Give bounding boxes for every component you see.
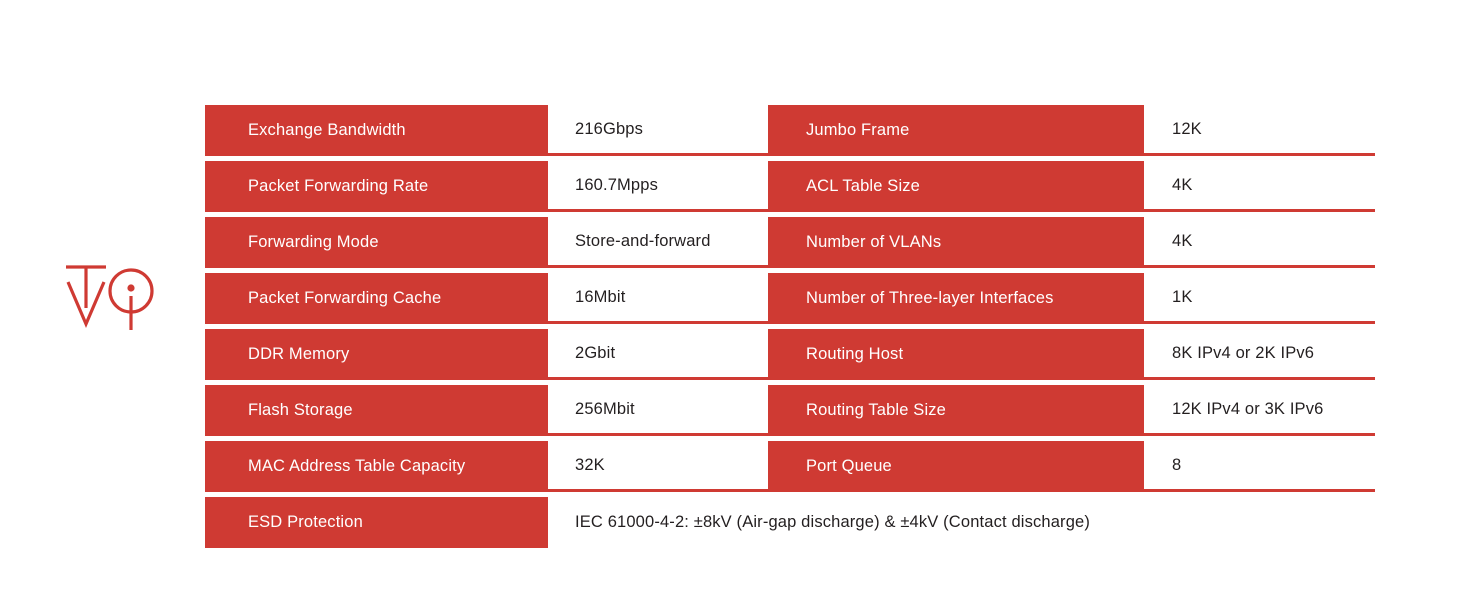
- spec-value-right: 12K IPv4 or 3K IPv6: [1144, 385, 1375, 436]
- spec-label-right: Routing Table Size: [768, 385, 1144, 436]
- spec-value-full: IEC 61000-4-2: ±8kV (Air-gap discharge) …: [548, 497, 1375, 548]
- spec-label-left: ESD Protection: [205, 497, 548, 548]
- spec-label-left: Exchange Bandwidth: [205, 105, 548, 156]
- spec-label-left: Packet Forwarding Rate: [205, 161, 548, 212]
- spec-label-left: MAC Address Table Capacity: [205, 441, 548, 492]
- spec-label-right: ACL Table Size: [768, 161, 1144, 212]
- tvoi-monogram-logo: [62, 258, 158, 338]
- spec-label-right: Number of Three-layer Interfaces: [768, 273, 1144, 324]
- spec-value-right: 4K: [1144, 217, 1375, 268]
- spec-label-right: Routing Host: [768, 329, 1144, 380]
- specification-table: Exchange Bandwidth 216Gbps Jumbo Frame 1…: [205, 105, 1375, 548]
- table-row: ESD Protection IEC 61000-4-2: ±8kV (Air-…: [205, 497, 1375, 548]
- table-row: Packet Forwarding Cache 16Mbit Number of…: [205, 273, 1375, 324]
- spec-value-right: 8K IPv4 or 2K IPv6: [1144, 329, 1375, 380]
- spec-value-left: Store-and-forward: [548, 217, 768, 268]
- spec-value-left: 32K: [548, 441, 768, 492]
- table-row: Packet Forwarding Rate 160.7Mpps ACL Tab…: [205, 161, 1375, 212]
- spec-value-left: 160.7Mpps: [548, 161, 768, 212]
- table-row: DDR Memory 2Gbit Routing Host 8K IPv4 or…: [205, 329, 1375, 380]
- spec-value-right: 1K: [1144, 273, 1375, 324]
- spec-value-left: 216Gbps: [548, 105, 768, 156]
- spec-label-right: Jumbo Frame: [768, 105, 1144, 156]
- spec-label-left: Packet Forwarding Cache: [205, 273, 548, 324]
- spec-label-left: DDR Memory: [205, 329, 548, 380]
- spec-value-left: 16Mbit: [548, 273, 768, 324]
- table-row: Flash Storage 256Mbit Routing Table Size…: [205, 385, 1375, 436]
- spec-label-right: Port Queue: [768, 441, 1144, 492]
- table-row: Exchange Bandwidth 216Gbps Jumbo Frame 1…: [205, 105, 1375, 156]
- spec-value-right: 4K: [1144, 161, 1375, 212]
- spec-value-left: 2Gbit: [548, 329, 768, 380]
- spec-label-left: Flash Storage: [205, 385, 548, 436]
- table-row: MAC Address Table Capacity 32K Port Queu…: [205, 441, 1375, 492]
- spec-label-left: Forwarding Mode: [205, 217, 548, 268]
- spec-value-left: 256Mbit: [548, 385, 768, 436]
- table-row: Forwarding Mode Store-and-forward Number…: [205, 217, 1375, 268]
- spec-label-right: Number of VLANs: [768, 217, 1144, 268]
- spec-value-right: 8: [1144, 441, 1375, 492]
- spec-value-right: 12K: [1144, 105, 1375, 156]
